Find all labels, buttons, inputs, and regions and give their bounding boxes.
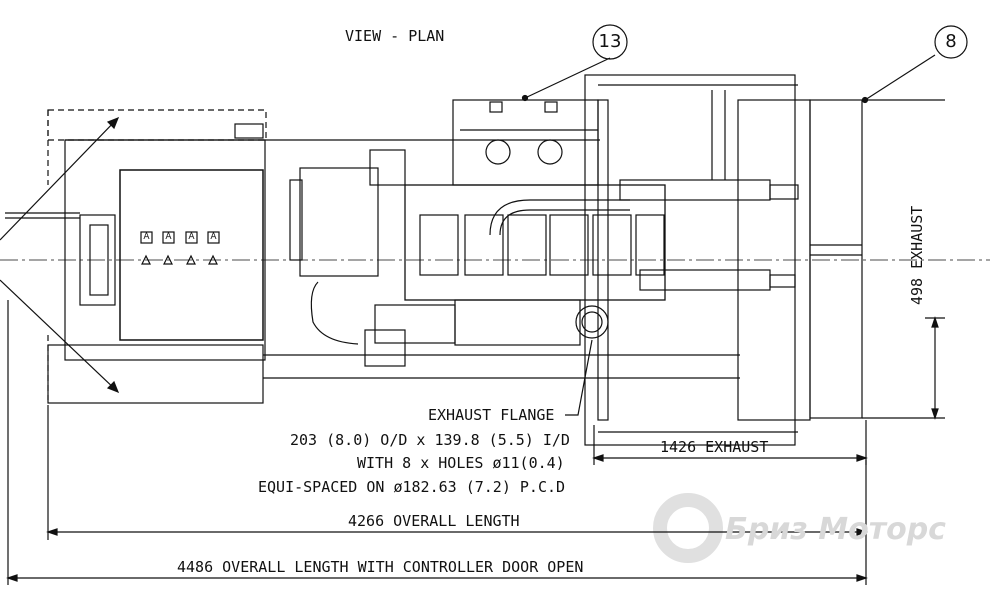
- control-panel: [119, 169, 264, 341]
- callout-8-label: 8: [945, 31, 957, 52]
- callout-8-circle: [934, 25, 968, 59]
- callout-8-leader: [864, 54, 936, 101]
- exhaust-flange: [575, 305, 609, 339]
- view-title: VIEW - PLAN: [345, 27, 445, 45]
- exhaust-note-line3: WITH 8 x HOLES ø11(0.4): [357, 454, 565, 472]
- door-swing-line-bottom: [0, 279, 119, 393]
- callout-13-label: 13: [598, 31, 622, 52]
- exhaust-note-line4: EQUI-SPACED ON ø182.63 (7.2) P.C.D: [258, 478, 566, 496]
- dim-4266-overall-length-label: 4266 OVERALL LENGTH: [348, 512, 520, 530]
- callout-13-circle: [592, 24, 628, 60]
- dim-498-exhaust-label: 498 EXHAUST: [908, 205, 926, 305]
- dim-4486-overall-length-door-label: 4486 OVERALL LENGTH WITH CONTROLLER DOOR…: [177, 558, 584, 576]
- watermark-text: Бриз Моторс: [725, 512, 946, 547]
- panel-marker-3: A: [188, 232, 195, 242]
- engine-block: [404, 184, 666, 301]
- exhaust-flange-leader: [565, 339, 593, 416]
- controller-door-outline: [47, 109, 267, 141]
- panel-marker-2: A: [165, 232, 172, 242]
- callout-13-leader: [524, 57, 611, 99]
- panel-marker-4: A: [210, 232, 217, 242]
- watermark-gear-icon: [653, 493, 723, 563]
- exhaust-pipe: [374, 304, 456, 344]
- door-swing-line-top: [0, 117, 119, 241]
- panel-marker-1: A: [143, 232, 150, 242]
- alternator: [299, 167, 379, 277]
- base-skid: [47, 344, 264, 404]
- fan-guard: [809, 99, 863, 419]
- exhaust-note-line1: EXHAUST FLANGE: [428, 406, 555, 424]
- dim-1426-exhaust-label: 1426 EXHAUST: [660, 438, 769, 456]
- turbo-housing: [452, 99, 599, 186]
- cylinder-heads: [419, 214, 665, 276]
- radiator-frame-outer: [584, 74, 796, 446]
- exhaust-note-line2: 203 (8.0) O/D x 139.8 (5.5) I/D: [290, 431, 570, 449]
- base-frame-left: [64, 139, 266, 361]
